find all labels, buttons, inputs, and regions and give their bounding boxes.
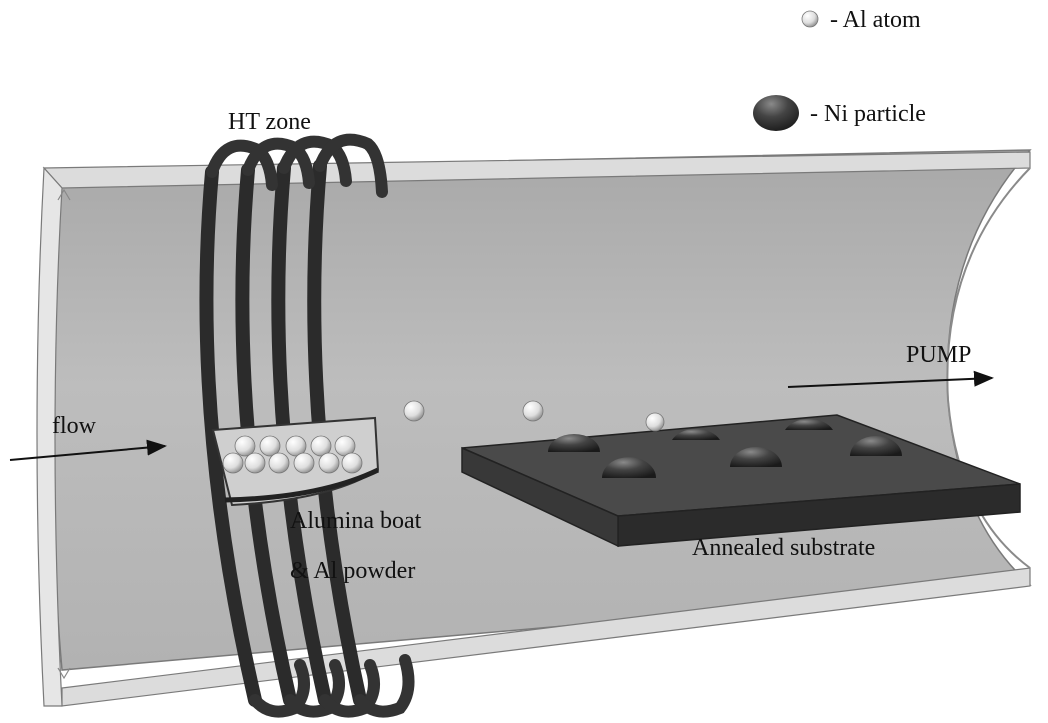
coil-ring-1 [199, 165, 262, 707]
ni-particle [785, 418, 833, 430]
al-atom [522, 400, 544, 422]
legend-al-atom-label: - Al atom [830, 7, 921, 33]
tube-left-opening [36, 166, 63, 707]
al-powder [222, 435, 363, 474]
pump-arrow [787, 370, 994, 388]
flow-label: flow [52, 413, 97, 439]
boat-label-line1: Alumina boat [290, 508, 422, 534]
al-powder-particle [259, 435, 281, 457]
legend: - Al atom - Ni particle [753, 7, 926, 131]
substrate-left-side [461, 446, 619, 548]
pump-label: PUMP [906, 342, 971, 368]
legend-ni-particle-label: - Ni particle [810, 101, 926, 127]
al-powder-particle [244, 452, 266, 474]
al-atom [403, 400, 425, 422]
ht-zone-label: HT zone [228, 109, 311, 135]
ni-particles [548, 418, 902, 478]
al-powder-particle [285, 435, 307, 457]
boat-label-line2: & Al powder [290, 558, 415, 584]
al-atoms-in-flight [403, 400, 665, 432]
al-powder-particle [310, 435, 332, 457]
ni-particle [850, 436, 902, 456]
substrate-label: Annealed substrate [692, 535, 875, 561]
al-powder-particle [341, 452, 363, 474]
ni-particle [672, 428, 720, 440]
ni-particle [548, 434, 600, 452]
tube-right-edge [946, 167, 1031, 569]
al-powder-particle [318, 452, 340, 474]
alumina-boat [211, 416, 380, 507]
al-powder-particle [234, 435, 256, 457]
legend-al-atom-icon [801, 10, 819, 28]
flow-arrow [9, 439, 167, 461]
quartz-tube [36, 149, 1032, 707]
al-powder-particle [268, 452, 290, 474]
ni-particle [602, 457, 656, 478]
al-powder-particle [222, 452, 244, 474]
al-atom [645, 412, 665, 432]
legend-ni-particle-icon [753, 95, 799, 131]
ni-particle [730, 447, 782, 467]
al-powder-particle [293, 452, 315, 474]
